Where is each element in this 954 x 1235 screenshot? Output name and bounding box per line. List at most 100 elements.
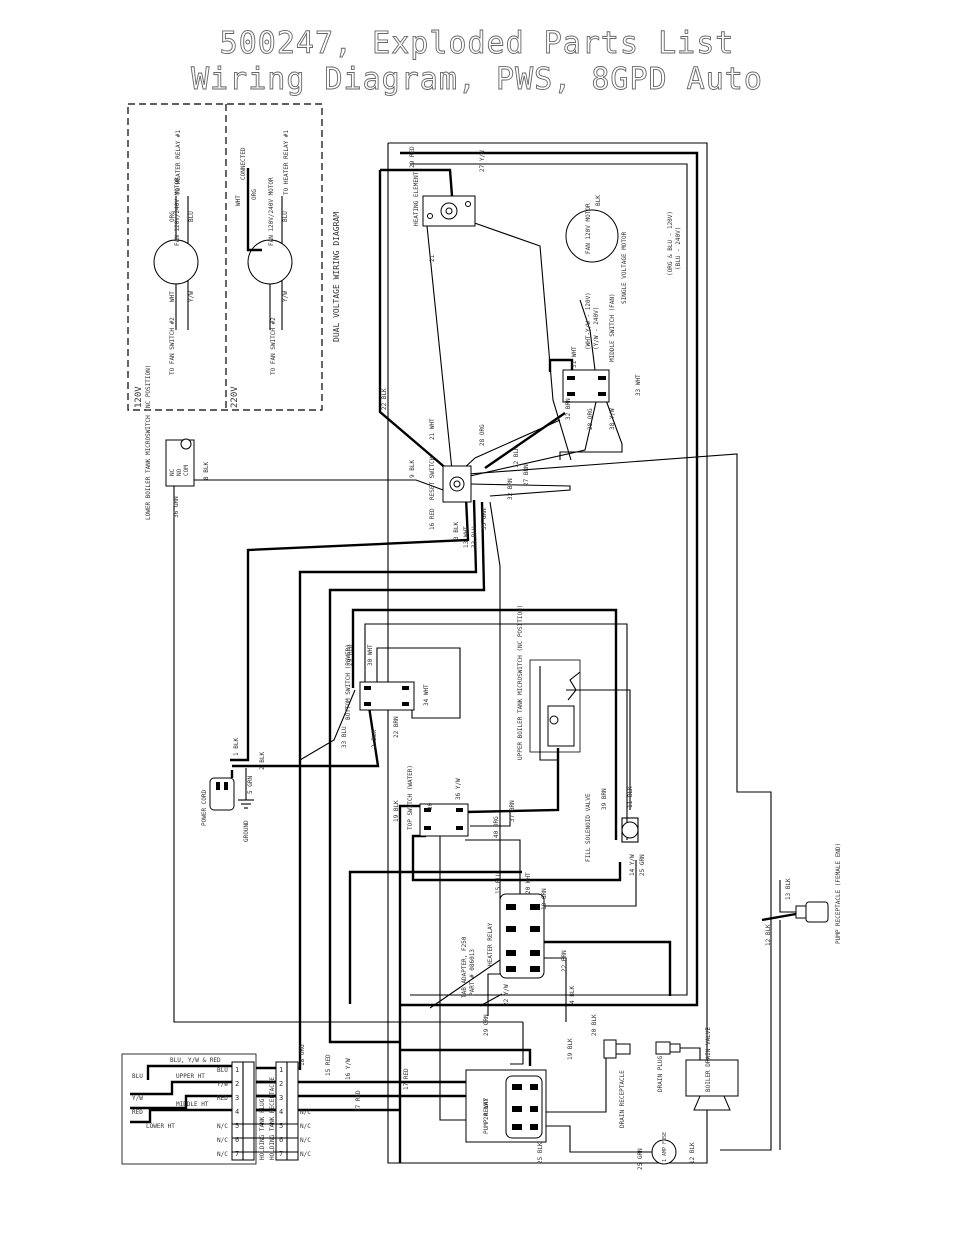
wire-label: 17 RED	[355, 1090, 362, 1112]
dual-voltage-frame	[127, 103, 323, 411]
wire-label: 25 GRN	[637, 1148, 644, 1170]
row-5-code: N/C	[217, 1123, 228, 1130]
wire-label: 1 BLK	[233, 738, 240, 756]
wire-120-org: ORG	[169, 211, 176, 222]
wire-220-wht: WHT	[235, 195, 242, 206]
part-number-label: PART # 086013	[469, 949, 476, 996]
drain-receptacle-label: DRAIN RECEPTACLE	[619, 1070, 626, 1128]
wire-label: 27 Y/W	[479, 150, 486, 172]
pump-relay: PUMP RELAY	[465, 1069, 547, 1143]
reset-switch: RESET SWITCH	[429, 456, 472, 503]
wire-label: 30	[427, 802, 434, 810]
holding-tank-plug-label: HOLDING TANK PLUG	[259, 1098, 266, 1160]
wire-label: 4 BLK	[569, 986, 576, 1004]
left-pin-3: 3	[235, 1094, 239, 1102]
wire-label: 36 Y/W	[455, 778, 462, 800]
bottom-switch: BOTTOM SWITCH (POWER)	[345, 644, 415, 720]
heater-relay-label: HEATER RELAY	[487, 922, 494, 966]
drain-plug-label: DRAIN PLUG	[657, 1055, 664, 1092]
wire-label: 22 BRN	[561, 950, 568, 972]
right-code-7: N/C	[300, 1151, 311, 1158]
wire-label: 37 BRN	[509, 800, 516, 822]
row-6-code: N/C	[217, 1137, 228, 1144]
right-pin-5: 5	[279, 1122, 283, 1130]
wire-label: 33 WHT	[635, 374, 642, 396]
voltage-220-label: 220V	[230, 386, 240, 408]
wire-label: 25 GRN	[639, 854, 646, 876]
wire-label: 22 BLK	[381, 388, 388, 410]
left-code-blu: BLU	[132, 1073, 143, 1080]
left-pin-5: 5	[235, 1122, 239, 1130]
wire-label: 22 BRN	[393, 716, 400, 738]
wire-label: 10 GRN	[541, 888, 548, 910]
wire-label: 35 GRN	[481, 508, 488, 530]
wires	[173, 168, 797, 1163]
lower-micro-label: LOWER BOILER TANK MICROSWITCH (NC POSITI…	[145, 365, 152, 520]
single-voltage-motor-label: SINGLE VOLTAGE MOTOR	[621, 231, 628, 304]
tab-adapter-label: TAB ADAPTER, F250	[461, 936, 468, 998]
wire-label: 40 ORG	[493, 816, 500, 838]
wire-220-blu: BLU	[282, 211, 289, 222]
wire-120-blu: BLU	[188, 211, 195, 222]
wire-label: 15 BLU	[495, 872, 502, 894]
motor-note-1: (ORG & BLU - 120V)	[667, 211, 674, 276]
right-code-4: N/C	[300, 1109, 311, 1116]
motor-120-label: FAN 120V/240V MOTOR	[174, 177, 181, 246]
wire-label: 28 ORG	[479, 424, 486, 446]
wire-label: 34 WHT	[423, 684, 430, 706]
wire-label: 19 BLK	[393, 800, 400, 822]
page-title-line-2: Wiring Diagram, PWS, 8GPD Auto	[191, 62, 763, 98]
wire-label: 3 BLK	[453, 522, 460, 540]
wire-label: 22 Y/W	[503, 984, 510, 1006]
wire-label: 19 BLK	[567, 1038, 574, 1060]
power-cord-label: POWER CORD	[201, 789, 208, 826]
right-code-5: N/C	[300, 1123, 311, 1130]
pump-receptacle-label: PUMP RECEPTACLE (FEMALE END)	[835, 843, 842, 944]
drain-assembly: DRAIN RECEPTACLE DRAIN PLUG BOILER DRAIN…	[603, 1027, 739, 1128]
lower-com: COM	[183, 465, 190, 476]
pump-receptacle: PUMP RECEPTACLE (FEMALE END)	[795, 843, 842, 944]
right-pin-2: 2	[279, 1080, 283, 1088]
wire-label: 38 Y/W	[609, 408, 616, 430]
right-pin-3: 3	[279, 1094, 283, 1102]
pump-relay-label: PUMP RELAY	[483, 1097, 490, 1134]
holding-tank-receptacle-label: HOLDING TANK RECEPTACLE	[269, 1077, 276, 1160]
top-switch: TOP SWITCH (WATER)	[407, 765, 469, 837]
to-heater-relay-2-label: TO HEATER RELAY #1	[283, 130, 290, 195]
wire-label: 8 BLK	[203, 462, 210, 480]
wire-label: 20 BLK	[591, 1014, 598, 1036]
wire-label: 30 WHT	[367, 644, 374, 666]
wire-label: 18 ORG	[299, 1044, 306, 1066]
row-3-code: RED	[217, 1095, 228, 1102]
ground-label: GROUND	[243, 820, 250, 842]
wire-220-org: ORG	[251, 189, 258, 200]
bottom-switch-label: BOTTOM SWITCH (POWER)	[345, 644, 352, 720]
wire-label: 16 RED	[429, 508, 436, 530]
wire-120-wht: WHT	[169, 291, 176, 302]
wire-label: 11 BLK	[627, 786, 634, 808]
amp-fuse: 1 AMP FUSE	[651, 1132, 677, 1165]
row-7-code: N/C	[217, 1151, 228, 1158]
wire-label: 28 ORG	[587, 408, 594, 430]
right-pin-6: 6	[279, 1136, 283, 1144]
wire-label: 32 BRN	[565, 398, 572, 420]
left-code-red: RED	[132, 1109, 143, 1116]
upper-micro-label: UPPER BOILER TANK MICROSWITCH (NC POSITI…	[517, 605, 524, 760]
lower-nc: NC	[169, 468, 176, 476]
right-code-6: N/C	[300, 1137, 311, 1144]
wire-label: 29 RED	[347, 644, 354, 666]
harness-frame	[387, 142, 708, 1164]
wire-220-yw: Y/W	[282, 291, 289, 302]
wire-label: 39 BRN	[601, 788, 608, 810]
upper-boiler-microswitch: UPPER BOILER TANK MICROSWITCH (NC POSITI…	[517, 605, 581, 760]
right-pin-7: 7	[279, 1150, 283, 1158]
wire-label: 9 BLK	[409, 460, 416, 478]
wire-label: 31 WHT	[571, 346, 578, 368]
wire-label: 14 Y/W	[629, 854, 636, 876]
lower-no: NO	[176, 468, 183, 476]
wire-label: 13 WHT	[463, 526, 470, 548]
top-switch-label: TOP SWITCH (WATER)	[407, 765, 414, 830]
wire-label: 25 BLK	[537, 1142, 544, 1164]
wire-label: 27 BRN	[523, 464, 530, 486]
